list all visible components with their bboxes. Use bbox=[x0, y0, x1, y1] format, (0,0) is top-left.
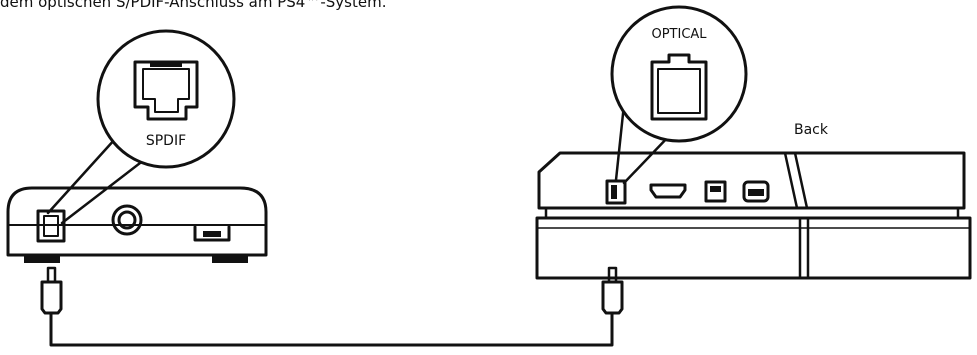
round-jack bbox=[111, 204, 143, 236]
ethernet-port bbox=[742, 180, 770, 203]
hdmi-port bbox=[649, 183, 687, 199]
optical-label: OPTICAL bbox=[651, 27, 707, 42]
caption-text: dem optischen S/PDIF-Anschluss am PS4™-S… bbox=[0, 0, 387, 11]
spdif-label: SPDIF bbox=[146, 133, 186, 149]
callout-line-right-b bbox=[622, 133, 672, 185]
back-label: Back bbox=[794, 122, 829, 138]
audio-device bbox=[6, 186, 268, 263]
usb-port bbox=[193, 225, 231, 242]
console bbox=[535, 151, 972, 280]
optical-callout: OPTICAL bbox=[610, 5, 748, 143]
optical-cable bbox=[40, 266, 624, 347]
aux-port bbox=[704, 180, 727, 203]
spdif-callout: SPDIF bbox=[96, 29, 236, 169]
